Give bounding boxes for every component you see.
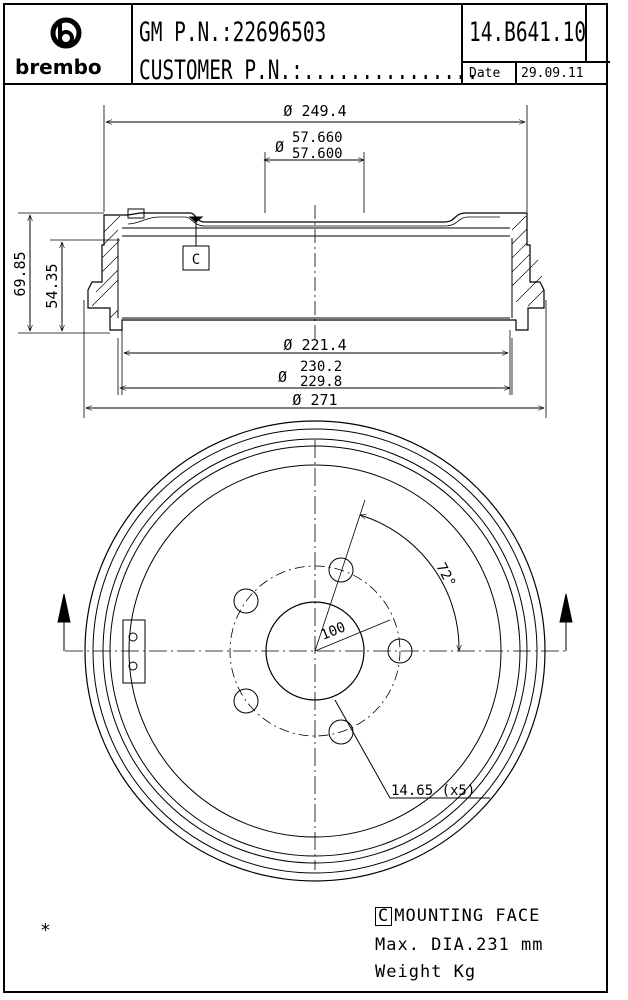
dim-angle: 72° <box>432 560 458 590</box>
title-block: brembo GM P.N.:22696503 CUSTOMER P.N.:..… <box>3 3 610 86</box>
dim-bore-lower: 57.600 <box>292 146 343 162</box>
bolt-hole <box>328 557 354 583</box>
datum-triangle <box>188 216 204 223</box>
drawing-frame <box>3 3 608 993</box>
code-box: 14.B641.10 Date 29.09.11 <box>461 3 610 83</box>
mounting-face-text: MOUNTING FACE <box>394 906 541 926</box>
wear-tab <box>122 619 146 684</box>
bolt-hole <box>233 688 259 714</box>
datum-label: C <box>192 252 200 268</box>
bolt-hole <box>233 588 259 614</box>
section-arrow-icon <box>57 593 71 623</box>
max-diameter-note: Max. DIA.231 mm <box>375 935 544 955</box>
divider <box>585 3 587 61</box>
brand-name: brembo <box>15 55 102 79</box>
asterisk-mark: * <box>40 920 51 941</box>
dim-hole: 14.65 (x5) <box>391 783 475 799</box>
dim-drum-upper: 230.2 <box>300 359 342 375</box>
datum-box-label: C <box>375 907 393 926</box>
dim-inner-dia: Ø 221.4 <box>283 336 346 354</box>
divider <box>515 61 517 83</box>
dim-height-inner: 54.35 <box>43 263 61 308</box>
dim-diameter-symbol: Ø <box>278 368 287 386</box>
section-line <box>127 216 500 227</box>
section-hatch <box>91 215 545 319</box>
gm-part-number: GM P.N.:22696503 <box>139 17 327 48</box>
weight-note: Weight Kg <box>375 962 477 982</box>
angle-arc <box>359 514 462 652</box>
drum-section <box>87 212 545 331</box>
dim-bore-upper: 57.660 <box>292 130 343 146</box>
stud <box>127 208 145 219</box>
date-label: Date <box>469 66 501 81</box>
section-arrow-icon <box>559 593 573 623</box>
dim-pcd: 100 <box>319 619 348 643</box>
divider <box>463 61 610 63</box>
dim-diameter-symbol: Ø <box>275 138 284 156</box>
date-value: 29.09.11 <box>521 66 584 81</box>
tab-hole <box>128 632 138 642</box>
customer-part-number: CUSTOMER P.N.:............... <box>139 55 479 86</box>
dim-drum-lower: 229.8 <box>300 374 342 390</box>
dim-height-total: 69.85 <box>11 251 29 296</box>
brembo-logo-icon <box>50 17 82 49</box>
brand-logo: brembo <box>3 3 133 85</box>
datum-box <box>182 245 210 271</box>
dim-outer-dia: Ø 271 <box>292 391 337 409</box>
angle-line <box>314 499 366 652</box>
dim-outer-top: Ø 249.4 <box>283 102 346 120</box>
drawing-code: 14.B641.10 <box>469 17 587 48</box>
tab-hole <box>128 661 138 671</box>
hole-leader <box>334 699 391 799</box>
